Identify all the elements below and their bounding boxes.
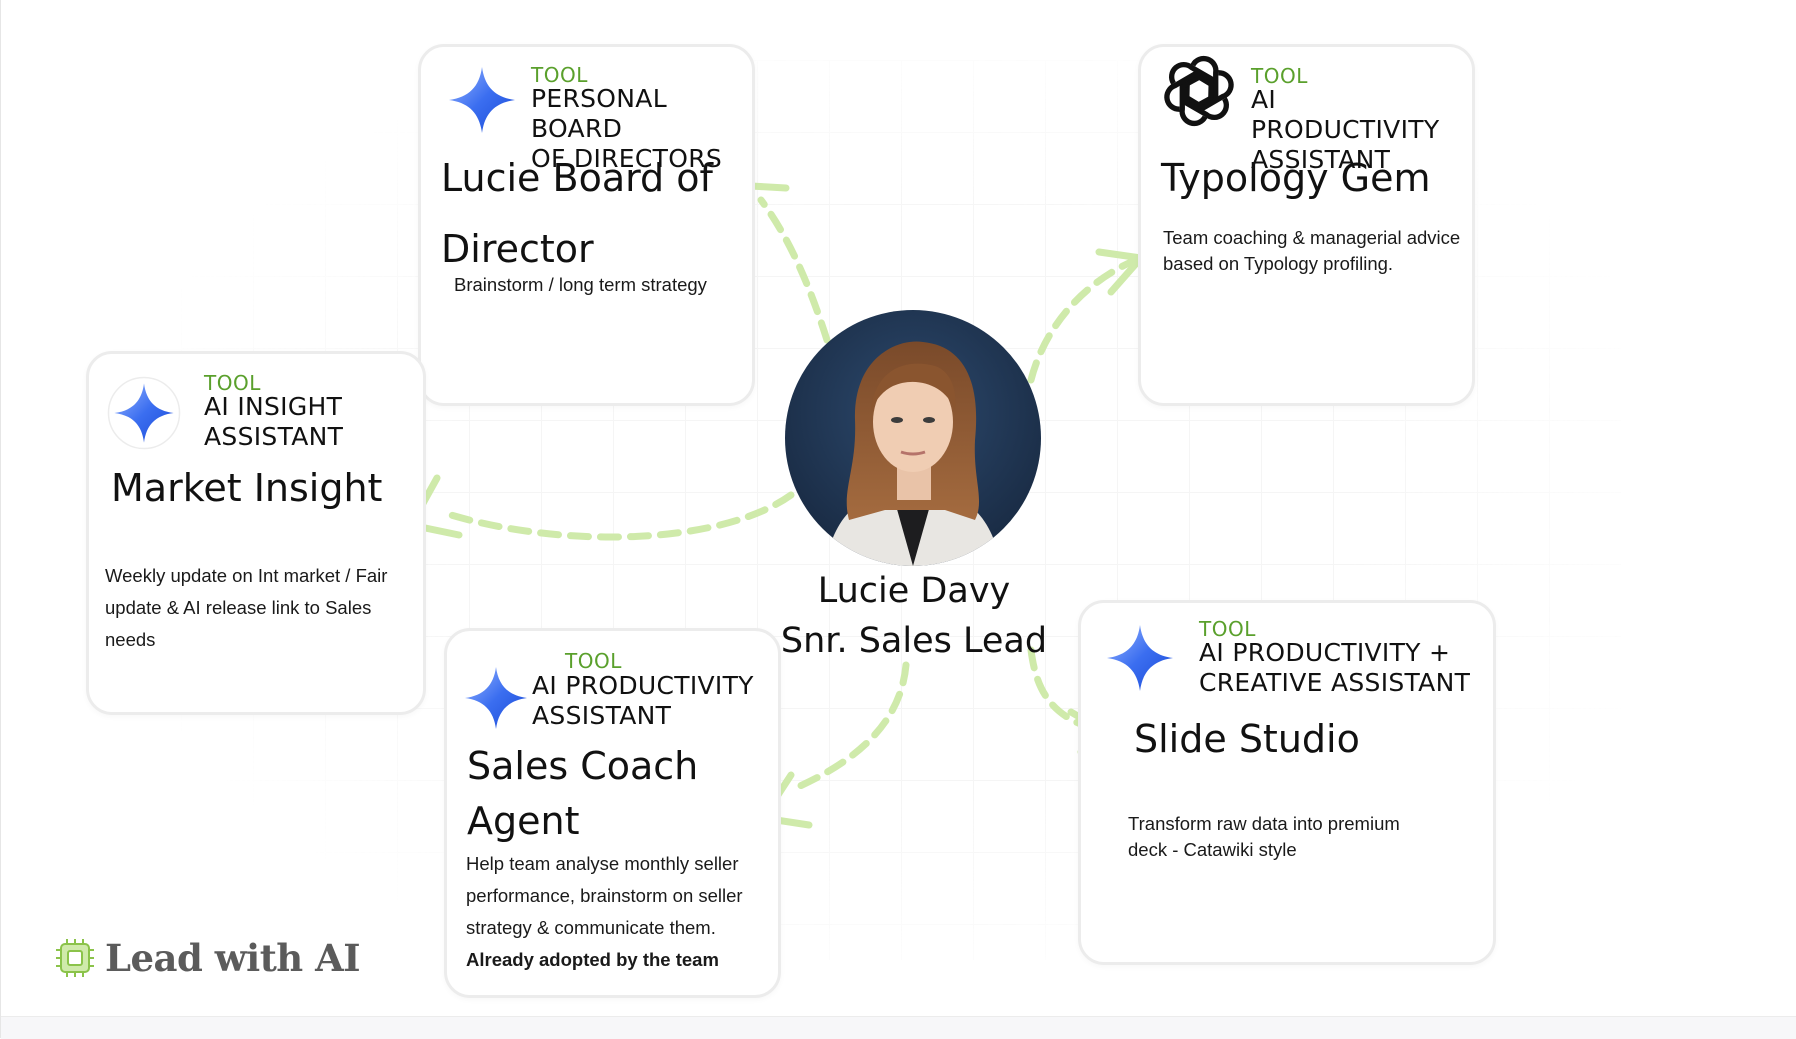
card-market-insight: TOOL AI INSIGHT ASSISTANT Market Insight… [86,351,426,715]
card-description: Transform raw data into premium deck - C… [1128,813,1400,860]
card-category: AI INSIGHT ASSISTANT [204,392,344,451]
card-category: AI PRODUCTIVITY ASSISTANT [1251,85,1440,174]
card-title: Typology Gem [1161,156,1431,200]
person-name-block: Lucie Davy Snr. Sales Lead [761,566,1067,666]
card-title: Sales Coach Agent [467,744,699,843]
chip-icon [56,939,94,977]
card-description: Team coaching & managerial advice based … [1163,227,1461,274]
gemini-sparkle-icon [107,376,181,450]
tool-tag: TOOL [1199,617,1256,641]
card-category: PERSONAL BOARD OF DIRECTORS [531,84,723,173]
person-name: Lucie Davy [817,571,1011,611]
portrait-photo [785,310,1041,566]
tool-tag: TOOL [204,371,261,395]
gemini-sparkle-icon [1107,625,1173,691]
card-slide-studio: TOOL AI PRODUCTIVITY + CREATIVE ASSISTAN… [1078,600,1496,965]
openai-logo-icon [1164,55,1234,127]
card-title: Slide Studio [1134,717,1360,761]
avatar [785,310,1041,566]
person-role: Snr. Sales Lead [780,621,1048,661]
lead-with-ai-logo: Lead with AI [55,935,361,981]
card-title: Lucie Board of Director [441,156,713,271]
card-description: Brainstorm / long term strategy [454,274,707,295]
adoption-note: Already adopted by the team [466,949,719,970]
gemini-sparkle-icon [465,667,527,729]
card-typology: TOOL AI PRODUCTIVITY ASSISTANT Typology … [1138,44,1475,406]
logo-text: Lead with AI [105,936,361,980]
gemini-sparkle-icon [449,67,515,133]
card-description: Help team analyse monthly seller perform… [466,848,743,976]
card-sales-coach: TOOL AI PRODUCTIVITY ASSISTANT Sales Coa… [444,628,781,998]
card-description: Weekly update on Int market / Fair updat… [105,565,388,650]
card-category: AI PRODUCTIVITY + CREATIVE ASSISTANT [1199,638,1471,697]
tool-tag: TOOL [1251,64,1308,88]
tool-tag: TOOL [565,649,622,673]
card-category: AI PRODUCTIVITY ASSISTANT [532,671,754,730]
card-personal-board: TOOL PERSONAL BOARD OF DIRECTORS Lucie B… [418,44,755,406]
bottom-strip [1,1016,1796,1039]
card-title: Market Insight [111,466,383,510]
tool-tag: TOOL [531,63,588,87]
